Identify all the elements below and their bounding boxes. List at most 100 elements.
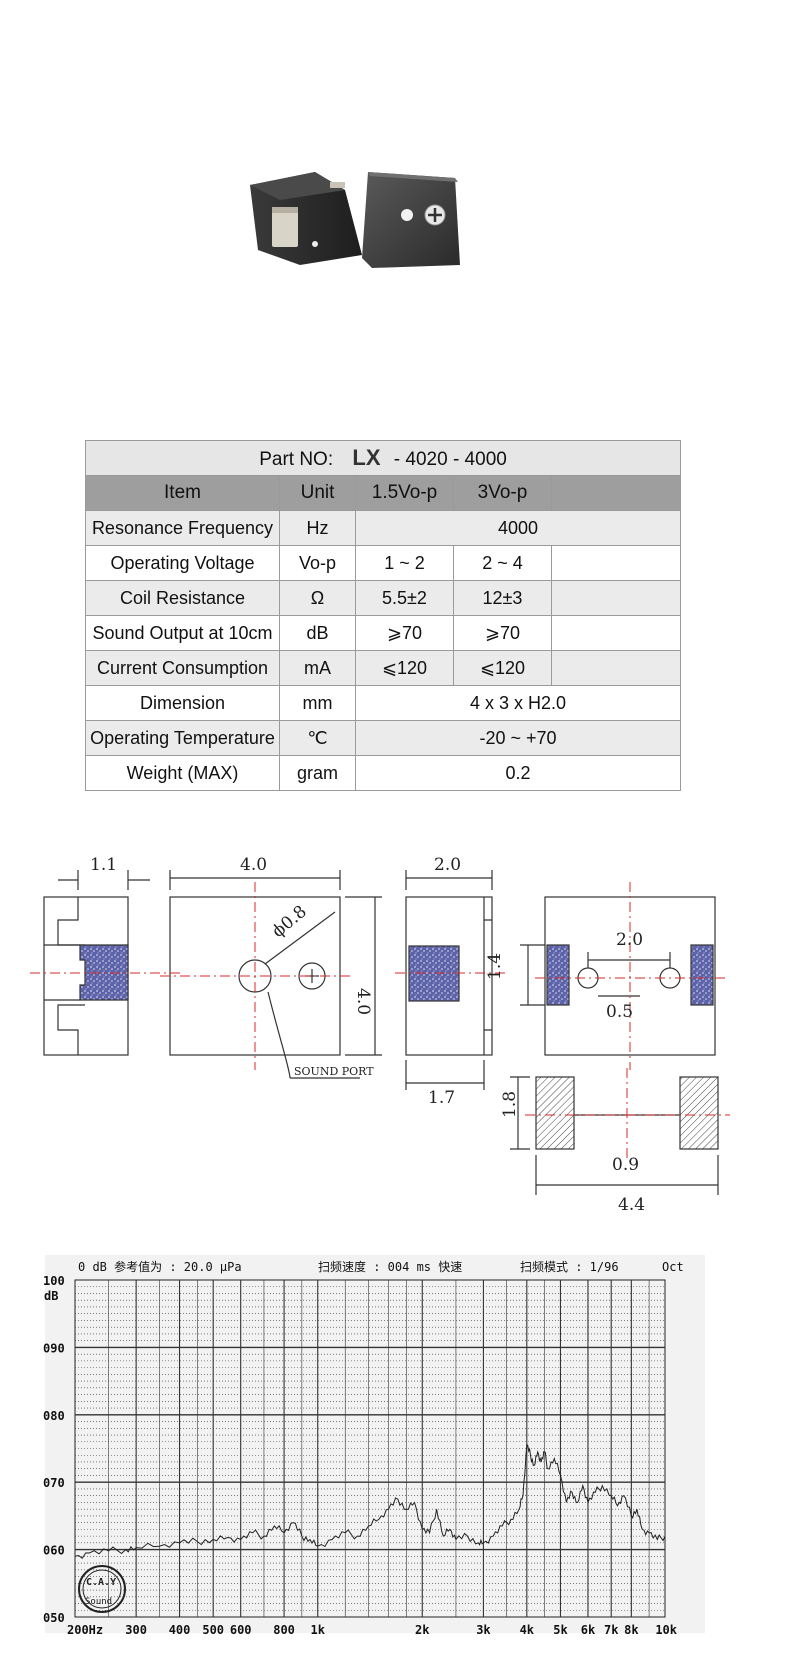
x-tick-label: 2k [415, 1623, 430, 1637]
y-tick-label: 090 [43, 1341, 65, 1355]
header-item: Item [85, 475, 280, 511]
row-item: Dimension [85, 685, 280, 721]
buzzer-top-view [362, 172, 460, 268]
row-empty [550, 545, 682, 581]
row-value-1: ⩾70 [355, 615, 454, 651]
header-empty [550, 475, 682, 511]
row-value-1: ⩽120 [355, 650, 454, 686]
row-value: 4000 [354, 510, 682, 546]
row-item: Coil Resistance [85, 580, 280, 616]
x-tick-label: 800 [273, 1623, 295, 1637]
row-item: Current Consumption [85, 650, 280, 686]
table-row: Operating Voltage Vo-p 1 ~ 2 2 ~ 4 [85, 545, 682, 581]
y-tick-label: 070 [43, 1476, 65, 1490]
header-unit: Unit [279, 475, 356, 511]
side-view-right [405, 870, 493, 1090]
x-tick-label: 10k [655, 1623, 677, 1637]
center-lines [30, 882, 730, 1160]
x-tick-label: 500 [202, 1623, 224, 1637]
row-value: -20 ~ +70 [354, 720, 682, 756]
row-value-1: 1 ~ 2 [355, 545, 454, 581]
side-view-left [43, 870, 150, 1056]
table-row: Operating Temperature ℃ -20 ~ +70 [85, 720, 682, 756]
row-value: 0.2 [354, 755, 682, 791]
front-view [169, 870, 382, 1079]
product-photo [250, 172, 460, 268]
y-tick-label: 100 [43, 1274, 65, 1288]
row-unit: Hz [279, 510, 356, 546]
x-tick-label: 5k [553, 1623, 568, 1637]
dim-pad-gap: 0.9 [612, 1155, 639, 1175]
dim-front-width: 4.0 [240, 855, 267, 875]
row-value: 4 x 3 x H2.0 [354, 685, 682, 721]
row-value-2: ⩽120 [453, 650, 552, 686]
part-number-prefix: Part NO: [259, 449, 334, 470]
frequency-response-chart: 0 dB 参考值为 : 20.0 μPa 扫频速度 : 004 ms 快速 扫频… [43, 1255, 705, 1637]
y-tick-label: 060 [43, 1544, 65, 1558]
x-tick-label: 300 [125, 1623, 147, 1637]
dim-side2-inner: 1.7 [428, 1088, 455, 1108]
row-unit: Vo-p [279, 545, 356, 581]
spec-title-row: Part NO: LX - 4020 - 4000 [84, 440, 682, 476]
x-tick-label: 3k [476, 1623, 491, 1637]
y-tick-label: 080 [43, 1409, 65, 1423]
header-voltage-2: 3Vo-p [453, 475, 552, 511]
row-unit: Ω [279, 580, 356, 616]
logo-text-top: C.A.Y [86, 1577, 116, 1588]
dim-bottom-height: 1.4 [485, 953, 505, 980]
x-tick-label: 6k [581, 1623, 596, 1637]
dim-bottom-pitch: 2.0 [616, 930, 643, 950]
row-empty [550, 580, 682, 616]
row-unit: dB [279, 615, 356, 651]
row-empty [550, 615, 682, 651]
part-number: Part NO: LX - 4020 - 4000 [84, 440, 682, 476]
dim-side2-width: 2.0 [434, 855, 461, 875]
row-value-1: 5.5±2 [355, 580, 454, 616]
row-unit: mm [279, 685, 356, 721]
part-number-series: LX [352, 445, 381, 470]
row-unit: gram [279, 755, 356, 791]
response-curve [74, 1444, 666, 1560]
row-unit: ℃ [279, 720, 356, 756]
table-row: Dimension mm 4 x 3 x H2.0 [85, 685, 682, 721]
dim-pad-total: 4.4 [618, 1195, 645, 1215]
chart-grid [74, 1279, 666, 1618]
dim-pad-height: 1.8 [500, 1091, 520, 1118]
y-axis-label: dB [44, 1289, 58, 1303]
x-axis-ticks: 200Hz 300 400 500 600 800 1k 2k 3k 4k 5k 6k 7k 8k 10k [67, 1623, 678, 1637]
bottom-view [520, 896, 716, 1056]
dim-port-diameter: ϕ0.8 [268, 902, 310, 942]
row-value-2: 12±3 [453, 580, 552, 616]
row-item: Operating Temperature [85, 720, 280, 756]
table-row: Weight (MAX) gram 0.2 [85, 755, 682, 791]
table-row: Sound Output at 10cm dB ⩾70 ⩾70 [85, 615, 682, 651]
buzzer-side-view [250, 172, 362, 265]
x-tick-label: 600 [230, 1623, 252, 1637]
sound-port [401, 209, 413, 221]
row-item: Operating Voltage [85, 545, 280, 581]
part-number-code: - 4020 - 4000 [393, 449, 507, 470]
dim-side-width: 1.1 [90, 855, 117, 875]
x-tick-label: 4k [520, 1623, 535, 1637]
dim-bottom-hole: 0.5 [606, 1002, 633, 1022]
x-tick-label: 400 [169, 1623, 191, 1637]
x-tick-label: 8k [624, 1623, 639, 1637]
chart-header-unit: Oct [662, 1260, 684, 1274]
sound-port-label: SOUND PORT [294, 1065, 374, 1078]
x-tick-label: 200Hz [67, 1623, 103, 1637]
chart-header-speed: 扫频速度 : 004 ms 快速 [318, 1259, 462, 1274]
row-empty [550, 650, 682, 686]
row-unit: mA [279, 650, 356, 686]
header-voltage-1: 1.5Vo-p [355, 475, 454, 511]
row-value-2: ⩾70 [453, 615, 552, 651]
x-tick-label: 7k [604, 1623, 619, 1637]
table-row: Coil Resistance Ω 5.5±2 12±3 [85, 580, 682, 616]
x-tick-label: 1k [311, 1623, 326, 1637]
table-row: Current Consumption mA ⩽120 ⩽120 [85, 650, 682, 686]
terminal-pad [272, 207, 298, 247]
dim-front-height: 4.0 [353, 988, 373, 1015]
chart-header-mode: 扫频模式 : 1/96 [520, 1260, 619, 1274]
table-row: Resonance Frequency Hz 4000 [85, 510, 682, 546]
logo-text-bottom: Sound [85, 1597, 112, 1607]
